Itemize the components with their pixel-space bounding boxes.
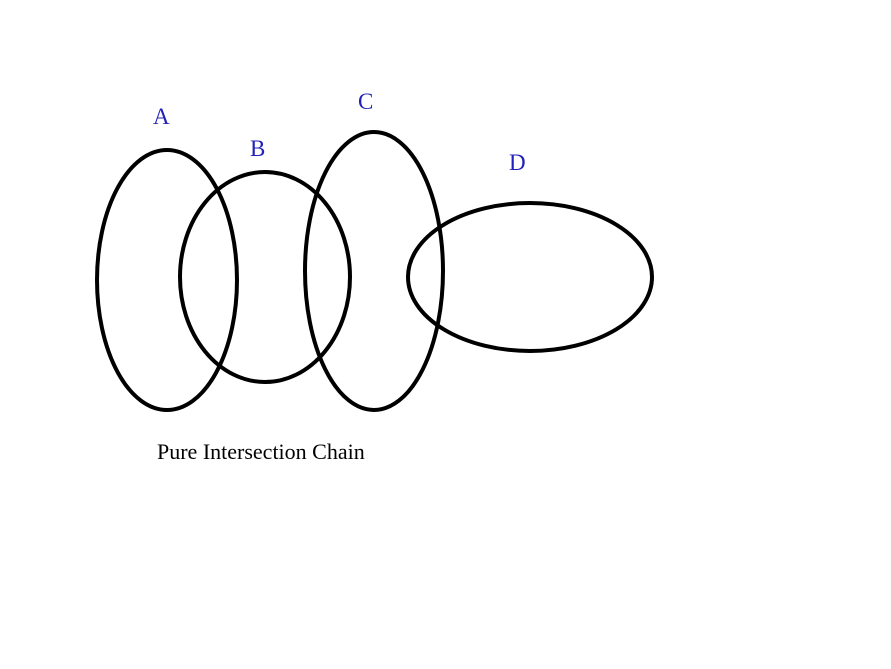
label-set-c: C	[358, 89, 373, 114]
label-set-d: D	[509, 150, 526, 175]
diagram-title: Pure Intersection Chain	[157, 439, 365, 464]
ellipse-d	[406, 201, 654, 353]
label-set-a: A	[153, 104, 170, 129]
ellipse-c	[303, 130, 445, 412]
ellipse-a	[95, 148, 239, 412]
ellipse-b	[178, 170, 352, 384]
label-set-b: B	[250, 136, 265, 161]
